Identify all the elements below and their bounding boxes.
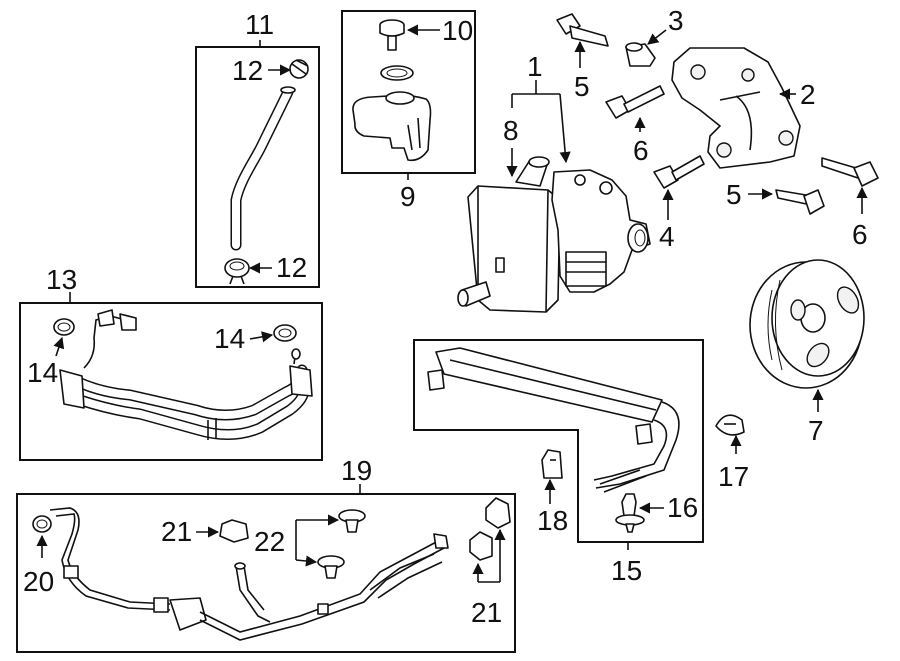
callout-15: 15 (611, 555, 642, 586)
callout-14-left: 14 (27, 357, 58, 388)
callout-11: 11 (245, 9, 274, 40)
callout-17: 17 (718, 461, 749, 492)
callout-8: 8 (503, 115, 519, 146)
callout-6-lower: 6 (852, 219, 868, 250)
callout-12-lower: 12 (276, 252, 307, 283)
callout-5-lower: 5 (726, 179, 742, 210)
callout-5-upper: 5 (574, 71, 590, 102)
callout-14-right: 14 (214, 323, 245, 354)
clip-21-right-upper (485, 497, 511, 529)
cooler-tube (427, 347, 680, 493)
reservoir-body (352, 91, 432, 162)
seal-ring-14-right (273, 324, 297, 342)
callout-2: 2 (800, 79, 816, 110)
clip-21-right-lower (469, 531, 493, 561)
hose-assembly-13 (59, 309, 313, 441)
callout-6-upper: 6 (633, 135, 649, 166)
callout-18: 18 (537, 505, 568, 536)
clip-18 (541, 449, 563, 479)
bolt-5-lower (775, 189, 825, 215)
spacer-part (625, 42, 656, 67)
callout-10: 10 (442, 15, 473, 46)
clamp-upper (289, 59, 309, 79)
callout-20: 20 (23, 566, 54, 597)
callout-16: 16 (667, 492, 698, 523)
push-pin-16 (615, 493, 645, 533)
clamp-lower (224, 258, 250, 285)
callout-13: 13 (46, 264, 77, 295)
line-assembly-19 (49, 507, 449, 641)
mounting-bracket (671, 47, 801, 169)
pump-reservoir (457, 156, 561, 313)
reservoir-seal (380, 65, 414, 81)
leader-lines (36, 24, 868, 583)
clip-21-left (219, 519, 249, 543)
seal-ring-20 (32, 515, 52, 533)
push-rivet-17 (715, 414, 745, 436)
reservoir-cap (379, 19, 405, 51)
callout-12-upper: 12 (232, 55, 263, 86)
box-hose-assembly-13 (19, 302, 323, 461)
callout-1: 1 (527, 51, 543, 82)
bolt-6-lower (821, 157, 879, 187)
bolt-4 (653, 155, 705, 189)
seal-ring-14-left (53, 318, 75, 336)
bolt-6-upper (605, 85, 665, 119)
callout-3: 3 (668, 5, 684, 36)
box-hose-11 (195, 46, 320, 288)
callout-19: 19 (341, 455, 372, 486)
callout-22: 22 (254, 526, 285, 557)
callout-9: 9 (400, 181, 416, 212)
push-pin-22-lower (317, 555, 345, 579)
pump-body (551, 169, 651, 293)
bolt-5-upper (556, 13, 609, 47)
push-pin-22-upper (338, 509, 366, 533)
callout-4: 4 (659, 221, 675, 252)
return-hose-part (230, 86, 296, 251)
box-cooler-15 (413, 339, 704, 543)
callout-21-right: 21 (471, 597, 502, 628)
box-line-assembly-19 (16, 493, 516, 653)
pulley (749, 259, 865, 389)
callout-21-left: 21 (161, 516, 192, 547)
callout-7: 7 (808, 415, 824, 446)
